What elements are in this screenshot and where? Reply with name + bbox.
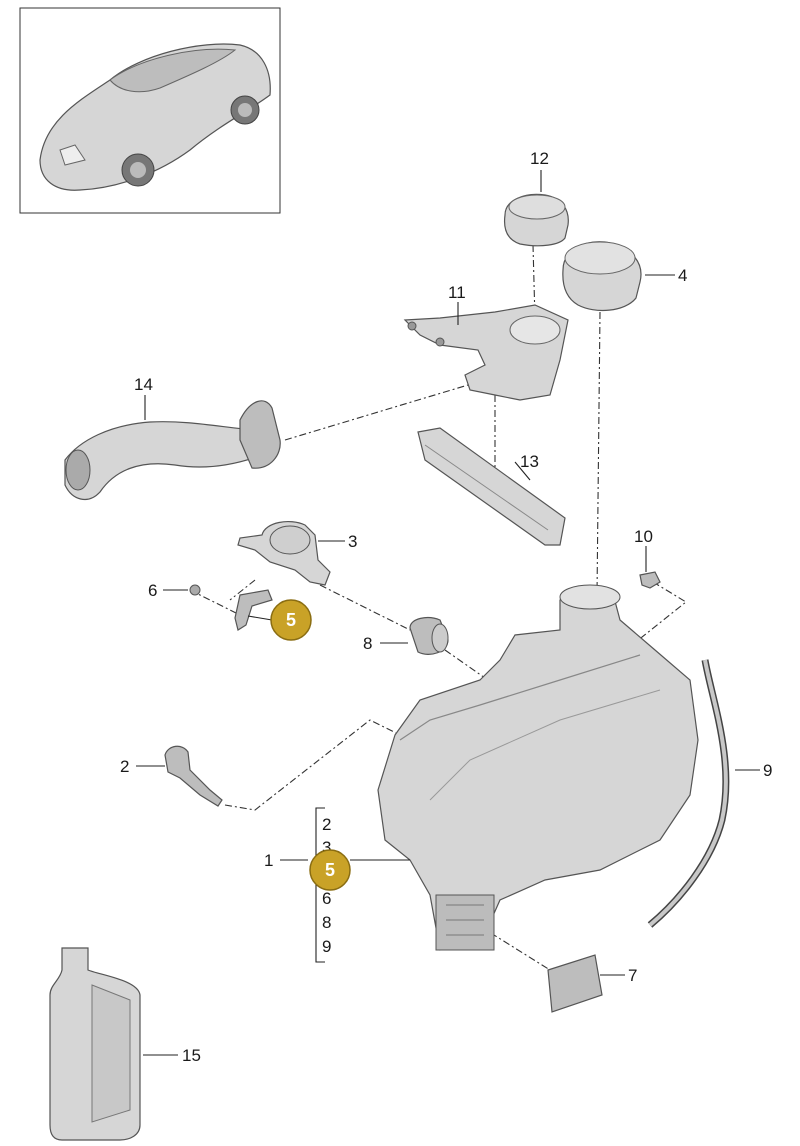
badge-5-top[interactable]: 5 — [270, 599, 312, 641]
bracket-item: 3 — [322, 838, 331, 857]
part-4-cap — [562, 241, 642, 311]
callout-11: 11 — [448, 283, 466, 302]
part-8-grommet — [409, 617, 449, 655]
vehicle-thumbnail — [19, 7, 281, 214]
bracket-item: 6 — [322, 889, 331, 908]
badge-5-bottom-label: 5 — [325, 860, 335, 880]
part-3-valve — [237, 521, 331, 586]
part-5-clip — [234, 589, 273, 631]
badge-5-bottom[interactable]: 5 — [309, 849, 351, 891]
callout-13: 13 — [520, 452, 539, 471]
bracket-item: 2 — [322, 815, 331, 834]
car-icon — [39, 43, 271, 191]
part-11-bracket — [403, 304, 569, 401]
callout-14: 14 — [134, 375, 153, 394]
callout-7: 7 — [628, 966, 637, 985]
part-1-reservoir — [377, 584, 699, 951]
callout-12: 12 — [530, 149, 549, 168]
callout-15: 15 — [182, 1046, 201, 1065]
part-6-screw — [189, 584, 201, 596]
part-7-cover — [547, 954, 603, 1013]
part-13-seal — [417, 427, 566, 546]
callout-9: 9 — [763, 761, 772, 780]
part-2-sensor — [164, 745, 223, 807]
callout-labels: 12 4 11 14 13 3 10 6 8 9 2 1 7 15 — [120, 149, 772, 1065]
callout-2: 2 — [120, 757, 129, 776]
part-15-bottle — [49, 947, 141, 1141]
bracket-item: 8 — [322, 913, 331, 932]
badge-5-top-label: 5 — [286, 610, 296, 630]
part-9-tube — [647, 659, 730, 928]
callout-3: 3 — [348, 532, 357, 551]
bracket-list: 2 3 6 8 9 — [322, 815, 331, 956]
callout-10: 10 — [634, 527, 653, 546]
callout-1: 1 — [264, 851, 273, 870]
callout-8: 8 — [363, 634, 372, 653]
bracket-item: 9 — [322, 937, 331, 956]
callout-6: 6 — [148, 581, 157, 600]
callout-4: 4 — [678, 266, 687, 285]
part-12-cap — [503, 193, 569, 247]
part-14-hose — [64, 400, 281, 501]
part-10-bolt — [639, 571, 661, 589]
